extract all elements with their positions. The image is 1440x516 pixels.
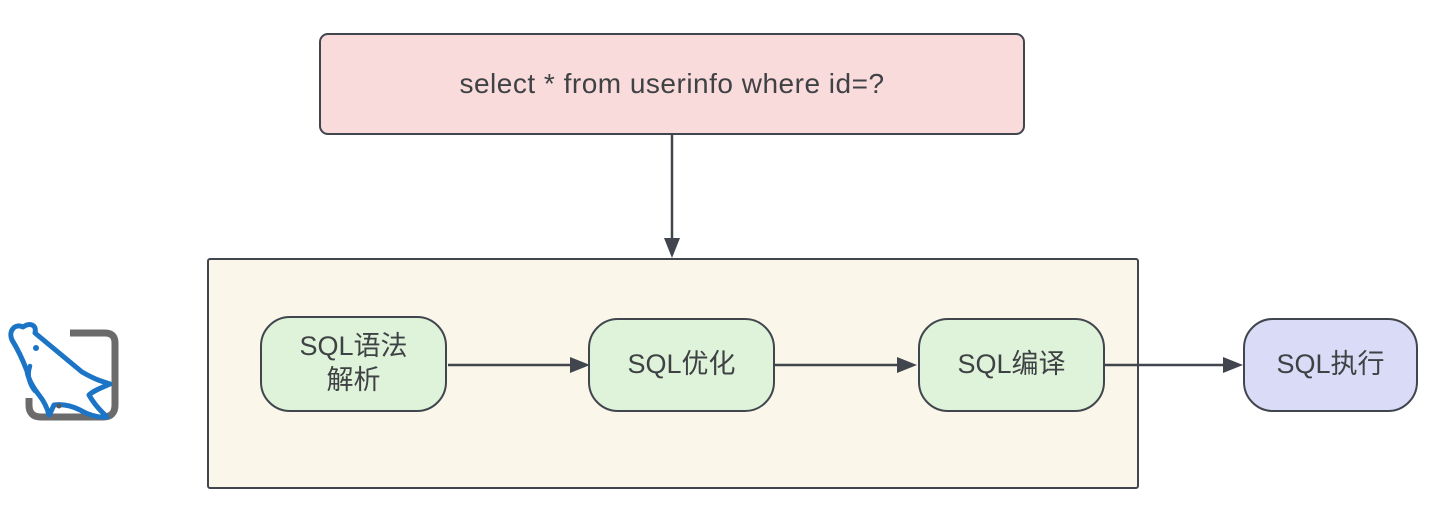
step-sql-compile: SQL编译 xyxy=(918,318,1105,412)
logo-bracket-frame xyxy=(25,329,119,421)
step-sql-execute: SQL执行 xyxy=(1243,318,1418,412)
sql-query-text: select * from userinfo where id=? xyxy=(459,68,885,99)
mysql-dolphin-icon xyxy=(8,322,119,421)
logo-dolphin-flipper xyxy=(26,363,38,394)
step-sql-execute-label: SQL执行 xyxy=(1276,349,1385,380)
sql-query-box: select * from userinfo where id=? xyxy=(319,33,1025,135)
step-sql-optimize: SQL优化 xyxy=(588,318,775,412)
step-sql-optimize-label: SQL优化 xyxy=(627,349,736,380)
arrow-query-to-engine xyxy=(664,135,680,258)
step-sql-parse-label: SQL语法 解析 xyxy=(299,331,408,395)
step-sql-compile-label: SQL编译 xyxy=(957,349,1066,380)
logo-dot xyxy=(56,403,62,409)
step-sql-parse: SQL语法 解析 xyxy=(260,316,447,412)
logo-dolphin-eye xyxy=(33,345,39,351)
